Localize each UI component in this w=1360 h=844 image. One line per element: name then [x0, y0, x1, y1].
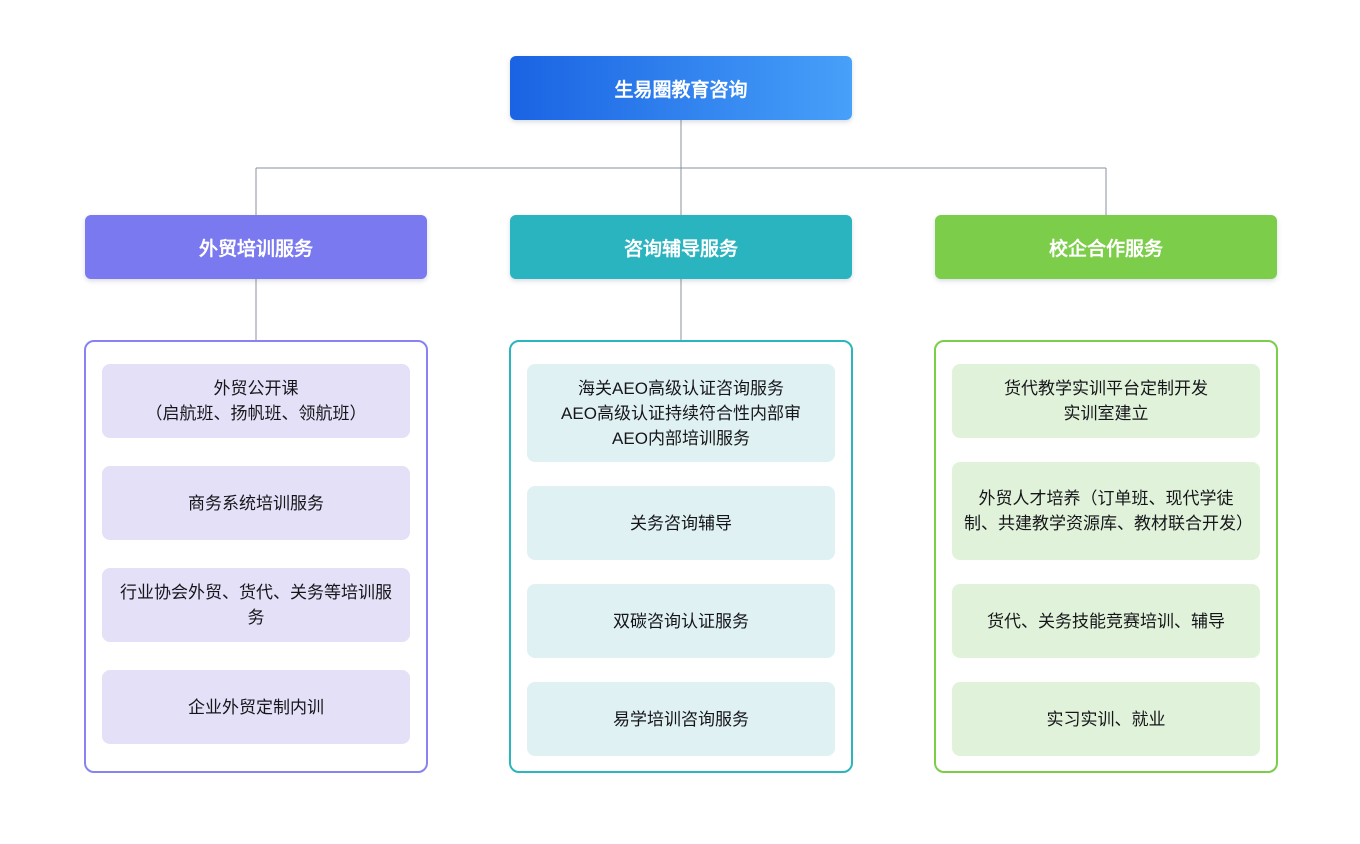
leaf-node: 商务系统培训服务: [102, 466, 410, 540]
root-node-label: 生易圈教育咨询: [614, 79, 748, 101]
group-school-enterprise: 货代教学实训平台定制开发 实训室建立 外贸人才培养（订单班、现代学徒制、共建教学…: [934, 340, 1278, 773]
branch-node-label: 咨询辅导服务: [623, 238, 738, 260]
leaf-node: 关务咨询辅导: [527, 486, 835, 560]
root-node: 生易圈教育咨询: [510, 56, 852, 120]
leaf-node: 货代教学实训平台定制开发 实训室建立: [952, 364, 1260, 438]
leaf-node: 企业外贸定制内训: [102, 670, 410, 744]
leaf-node: 外贸公开课 （启航班、扬帆班、领航班）: [102, 364, 410, 438]
leaf-node: 货代、关务技能竞赛培训、辅导: [952, 584, 1260, 658]
leaf-node: 行业协会外贸、货代、关务等培训服务: [102, 568, 410, 642]
branch-node-consulting: 咨询辅导服务: [510, 215, 852, 279]
group-consulting: 海关AEO高级认证咨询服务 AEO高级认证持续符合性内部审 AEO内部培训服务 …: [509, 340, 853, 773]
branch-node-label: 外贸培训服务: [198, 238, 313, 260]
group-trade-training: 外贸公开课 （启航班、扬帆班、领航班） 商务系统培训服务 行业协会外贸、货代、关…: [84, 340, 428, 773]
leaf-node: 实习实训、就业: [952, 682, 1260, 756]
leaf-node: 双碳咨询认证服务: [527, 584, 835, 658]
branch-node-school-enterprise: 校企合作服务: [935, 215, 1277, 279]
branch-node-trade-training: 外贸培训服务: [85, 215, 427, 279]
leaf-node: 易学培训咨询服务: [527, 682, 835, 756]
leaf-node: 外贸人才培养（订单班、现代学徒制、共建教学资源库、教材联合开发）: [952, 462, 1260, 560]
leaf-node: 海关AEO高级认证咨询服务 AEO高级认证持续符合性内部审 AEO内部培训服务: [527, 364, 835, 462]
branch-node-label: 校企合作服务: [1048, 238, 1163, 260]
